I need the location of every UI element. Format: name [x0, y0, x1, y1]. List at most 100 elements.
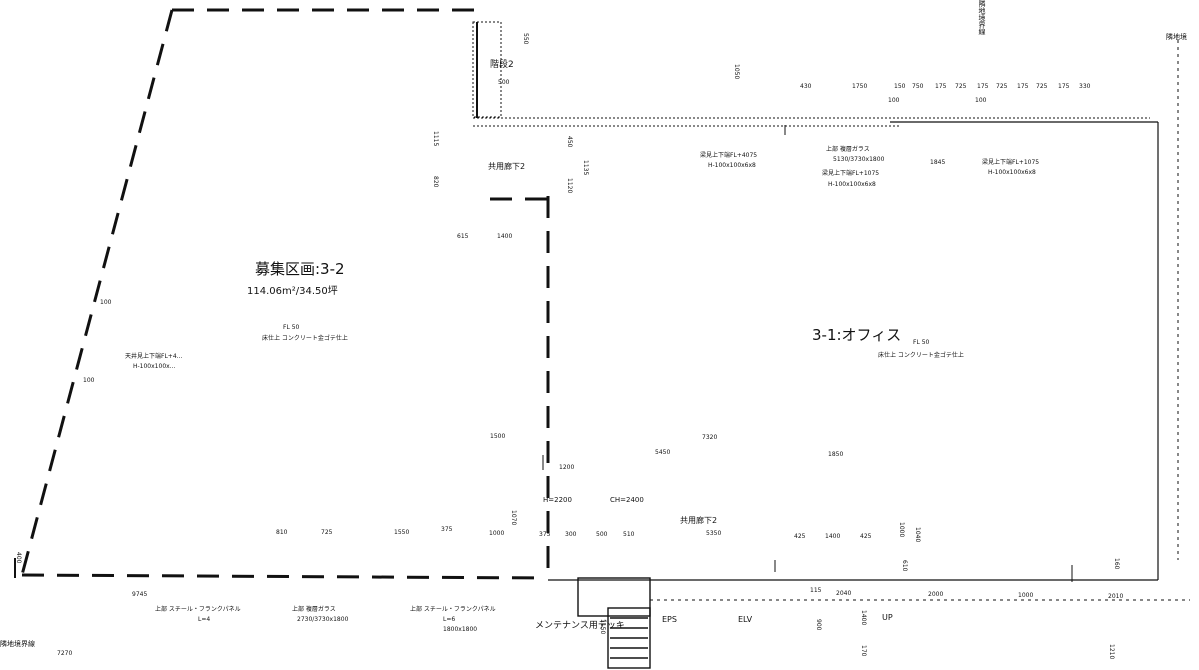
office-fl: FL 50: [913, 339, 930, 346]
recruit-zone-title: 募集区画:3-2: [255, 260, 345, 278]
stair-area: [472, 21, 1150, 127]
glass-top-label: 上部 複層ガラス: [826, 146, 870, 153]
dim-label: 330: [1079, 83, 1091, 90]
dim-label: 900: [815, 619, 822, 631]
dim-label: 725: [1036, 83, 1048, 90]
dim-label: 450: [566, 136, 573, 148]
panel-left-glass: 上部 複層ガラス: [292, 606, 336, 613]
maintenance-deck-label: メンテナンス用デッキ: [535, 621, 625, 631]
panel-mid-label: 上部 スチール・フランクパネル: [410, 606, 496, 613]
dim-label: 2000: [928, 591, 944, 598]
panel-mid-sub: L=6: [443, 616, 456, 623]
panel-left-sub2: 2730/3730x1800: [297, 616, 349, 623]
recruit-zone-area: 114.06m²/34.50坪: [247, 286, 338, 297]
office-boundary: [548, 121, 1159, 581]
dim-label: 1500: [490, 433, 506, 440]
beam-mid-label: 梁見上下端FL+1075: [822, 170, 880, 177]
corridor-bottom-label: 共用廊下2: [680, 516, 718, 525]
dim-label: 615: [457, 233, 469, 240]
dim-label: 1200: [559, 464, 575, 471]
dim-label: 510: [623, 531, 635, 538]
dim-label: 1120: [566, 178, 573, 194]
dimension-ticks: [542, 125, 1073, 582]
dim-label: 175: [977, 83, 989, 90]
dim-label: 820: [432, 176, 439, 188]
dim-label: 500: [596, 531, 608, 538]
dim-label: 100: [975, 97, 987, 104]
dim-label: 610: [901, 560, 908, 572]
stair-label: 階段2: [490, 60, 514, 70]
dim-label: 1000: [898, 522, 905, 538]
up-label: UP: [882, 613, 893, 622]
dim-label: 115: [810, 587, 822, 594]
glass-top-size: 5130/3730x1800: [833, 156, 885, 163]
dim-label: 1550: [394, 529, 410, 536]
dim-label: 1040: [914, 527, 921, 543]
dim-label: 1845: [930, 159, 946, 166]
dim-label: 160: [1113, 558, 1120, 570]
panel-left-label: 上部 スチール・フランクパネル: [155, 606, 241, 613]
dim-label: 300: [565, 531, 577, 538]
dim-label: 425: [860, 533, 872, 540]
dim-label: 1400: [497, 233, 513, 240]
recruit-beam-size: H-100x100x…: [133, 363, 176, 370]
dim-label: 175: [1058, 83, 1070, 90]
recruit-zone-finish: 床仕上 コンクリート金ゴテ仕上: [262, 335, 348, 342]
beam-right-size: H-100x100x6x8: [988, 169, 1036, 176]
dim-label: 400: [15, 552, 22, 564]
beam-left-size: H-100x100x6x8: [708, 162, 756, 169]
dim-label: 100: [888, 97, 900, 104]
dim-label: 9745: [132, 591, 148, 598]
dim-label: 1400: [825, 533, 841, 540]
dim-label: 375: [539, 531, 551, 538]
panel-mid-sub2: 1800x1800: [443, 626, 478, 633]
dim-label: 1050: [733, 64, 740, 80]
dim-label: 500: [498, 79, 510, 86]
adjacent-land-right: 隣地境: [1166, 33, 1187, 41]
maintenance-deck: [577, 577, 651, 669]
office-right-dots: [650, 40, 1190, 601]
dim-label: 425: [794, 533, 806, 540]
dim-label: 725: [955, 83, 967, 90]
dim-label: 750: [912, 83, 924, 90]
dim-label: 7320: [702, 434, 718, 441]
dim-label: 1000: [489, 530, 505, 537]
dim-label: 725: [321, 529, 333, 536]
beam-mid-size: H-100x100x6x8: [828, 181, 876, 188]
dim-label: 170: [860, 645, 867, 657]
panel-left-sub: L=4: [198, 616, 211, 623]
recruit-zone-fl: FL 50: [283, 324, 300, 331]
dim-label: 1000: [1018, 592, 1034, 599]
door-height: H=2200: [543, 496, 572, 504]
dim-label: 1850: [828, 451, 844, 458]
eps-label: EPS: [662, 615, 677, 624]
dim-label: 550: [522, 33, 529, 45]
dim-label: 430: [800, 83, 812, 90]
dim-label: 5450: [655, 449, 671, 456]
dim-label: 2040: [836, 590, 852, 597]
dim-label: 375: [441, 526, 453, 533]
dim-label: 810: [276, 529, 288, 536]
recruit-beam-label: 天井見上下端FL+4…: [125, 353, 183, 360]
dim-label: 2010: [1108, 593, 1124, 600]
dim-label: 1400: [860, 610, 867, 626]
beam-right-label: 梁見上下端FL+1075: [982, 159, 1040, 166]
office-title: 3-1:オフィス: [812, 326, 902, 344]
dim-label: 725: [996, 83, 1008, 90]
dim-label: 1070: [510, 510, 517, 526]
dim-label: 150: [894, 83, 906, 90]
corridor-top-label: 共用廊下2: [488, 162, 526, 171]
dim-label: 100: [83, 377, 95, 384]
dim-label: 1210: [1108, 644, 1115, 660]
dim-label: 1135: [582, 160, 589, 176]
dim-label: 175: [1017, 83, 1029, 90]
elv-label: ELV: [738, 615, 753, 624]
dim-label: 175: [935, 83, 947, 90]
adjacent-land-top: 隣地境界線: [978, 0, 986, 35]
dim-label: 1115: [432, 131, 439, 147]
office-finish: 床仕上 コンクリート金ゴテ仕上: [878, 352, 964, 359]
recruit-zone-boundary: [20, 8, 550, 580]
dim-label: 1750: [852, 83, 868, 90]
dim-label: 1150: [599, 619, 606, 635]
